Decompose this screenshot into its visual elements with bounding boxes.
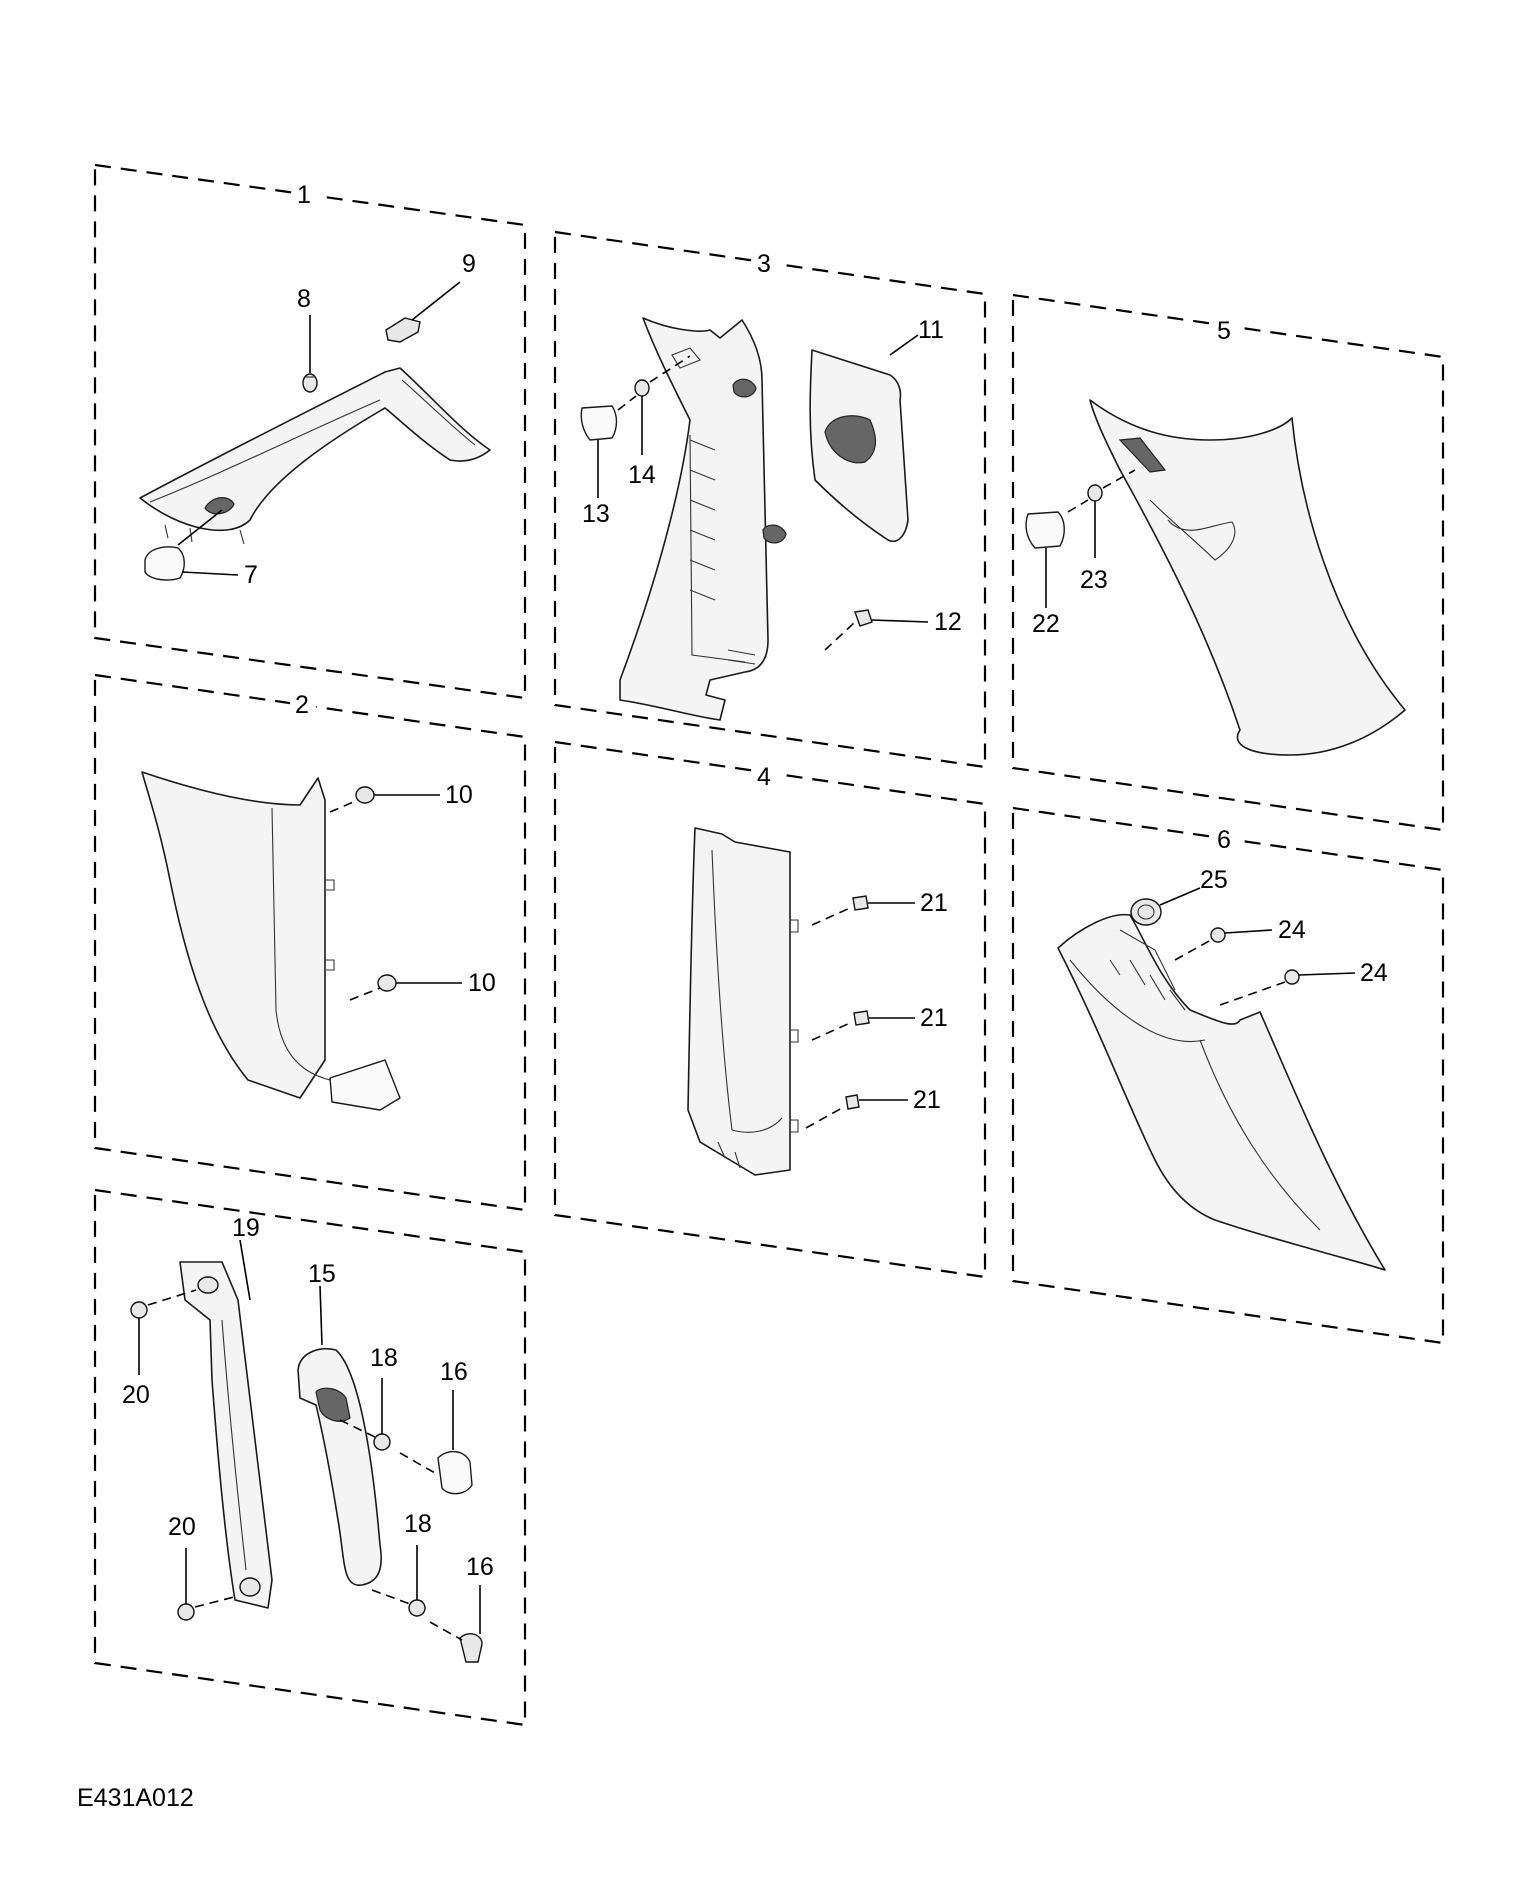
part-13-cap	[580, 405, 618, 441]
group-label-5: 5	[1217, 317, 1231, 345]
part-label-11: 11	[918, 316, 944, 344]
group-label-3: 3	[757, 250, 771, 278]
b-pillar-lower-trim	[687, 827, 799, 1176]
part-15-grab-handle	[297, 1348, 382, 1586]
part-label-21a: 21	[920, 889, 948, 917]
group-box-2	[93, 673, 527, 1212]
part-label-16a: 16	[440, 1358, 468, 1386]
group-box-6	[1011, 806, 1445, 1345]
part-7-cover	[144, 546, 185, 581]
part-14-fastener	[634, 379, 650, 397]
part-label-8: 8	[297, 285, 311, 313]
part-label-21c: 21	[913, 1086, 941, 1114]
diagram-code: E431A012	[77, 1784, 194, 1812]
part-label-14: 14	[628, 461, 656, 489]
b-pillar-upper-trim	[619, 317, 787, 721]
part-label-21b: 21	[920, 1004, 948, 1032]
lower-pillar-trim	[141, 771, 401, 1111]
part-21-clip-middle	[853, 1010, 870, 1026]
part-label-18a: 18	[370, 1344, 398, 1372]
part-21-clip-upper	[852, 895, 869, 911]
part-12-clip	[854, 609, 873, 627]
part-label-7: 7	[244, 561, 258, 589]
part-label-24b: 24	[1360, 959, 1388, 987]
group-label-1: 1	[297, 181, 311, 209]
part-label-25: 25	[1200, 866, 1228, 894]
part-25-grommet	[1130, 898, 1162, 926]
group-box-3	[553, 230, 987, 769]
c-pillar-trim	[1089, 399, 1406, 756]
part-label-24a: 24	[1278, 916, 1306, 944]
part-label-10a: 10	[445, 781, 473, 809]
group-box-7-20	[93, 1188, 527, 1727]
part-10-fastener-lower	[377, 974, 397, 992]
part-label-12: 12	[934, 608, 962, 636]
part-label-18b: 18	[404, 1510, 432, 1538]
part-label-19: 19	[232, 1214, 260, 1242]
part-label-20a: 20	[122, 1381, 150, 1409]
part-24-fastener-upper	[1210, 927, 1226, 943]
part-20-bolt-lower	[177, 1603, 195, 1621]
part-18-screw-upper	[373, 1433, 391, 1451]
part-label-23: 23	[1080, 566, 1108, 594]
group-box-1	[93, 163, 527, 700]
part-23-fastener	[1087, 484, 1103, 502]
part-8-clip	[302, 373, 318, 393]
d-pillar-trim	[1057, 913, 1386, 1271]
group-box-4	[553, 740, 987, 1279]
part-21-clip-lower	[845, 1094, 860, 1110]
part-22-cap	[1025, 511, 1065, 549]
part-10-fastener-upper	[355, 786, 375, 804]
part-18-screw-lower	[408, 1599, 426, 1617]
part-9-clip	[385, 317, 421, 343]
part-label-15: 15	[308, 1260, 336, 1288]
group-label-6: 6	[1217, 826, 1231, 854]
part-label-13: 13	[582, 500, 610, 528]
part-label-22: 22	[1032, 610, 1060, 638]
part-label-9: 9	[462, 250, 476, 278]
group-label-2: 2	[295, 691, 309, 719]
a-pillar-trim	[139, 367, 491, 545]
part-19-bracket	[179, 1261, 273, 1609]
part-label-10b: 10	[468, 969, 496, 997]
part-16-cap-upper	[437, 1451, 473, 1495]
part-11-cover	[809, 349, 909, 542]
part-label-20b: 20	[168, 1513, 196, 1541]
part-label-16b: 16	[466, 1553, 494, 1581]
part-24-fastener-lower	[1284, 969, 1300, 985]
part-16-cap-lower	[459, 1633, 483, 1663]
group-label-4: 4	[757, 763, 771, 791]
part-20-bolt-upper	[130, 1301, 148, 1319]
group-box-5	[1011, 293, 1445, 832]
